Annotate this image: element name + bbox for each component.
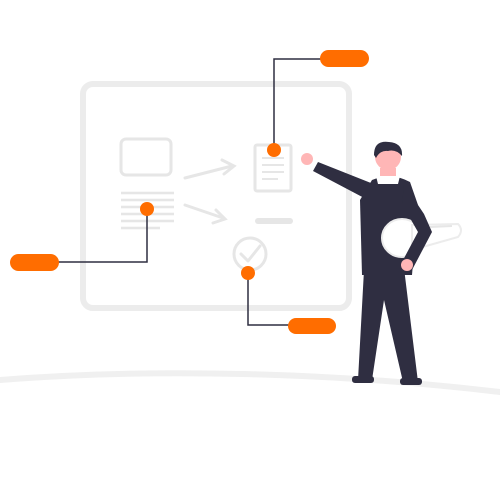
left-shoe — [352, 376, 374, 383]
callout-top-right — [320, 50, 369, 67]
check-circle-icon — [232, 236, 268, 272]
marker-dot-document — [267, 143, 281, 157]
image-placeholder-icon — [119, 137, 173, 177]
callout-bottom — [288, 318, 336, 334]
dash-icon — [255, 218, 293, 224]
right-shoe — [400, 378, 422, 385]
holding-hand — [401, 259, 413, 271]
marker-dot-text — [140, 202, 154, 216]
person-figure — [301, 141, 462, 385]
callout-left — [10, 254, 59, 271]
holding-arm — [402, 184, 432, 270]
arrow-right-icon — [183, 158, 237, 225]
ground-line — [0, 370, 500, 395]
person-hair — [374, 141, 403, 158]
whiteboard — [80, 81, 352, 311]
shirt-collar — [376, 176, 400, 184]
connector-lines — [55, 58, 322, 326]
pointing-arm — [313, 162, 376, 200]
person-legs — [358, 268, 418, 382]
marker-dot-check — [241, 266, 255, 280]
pointing-hand — [301, 153, 313, 165]
document-icon — [253, 143, 293, 193]
